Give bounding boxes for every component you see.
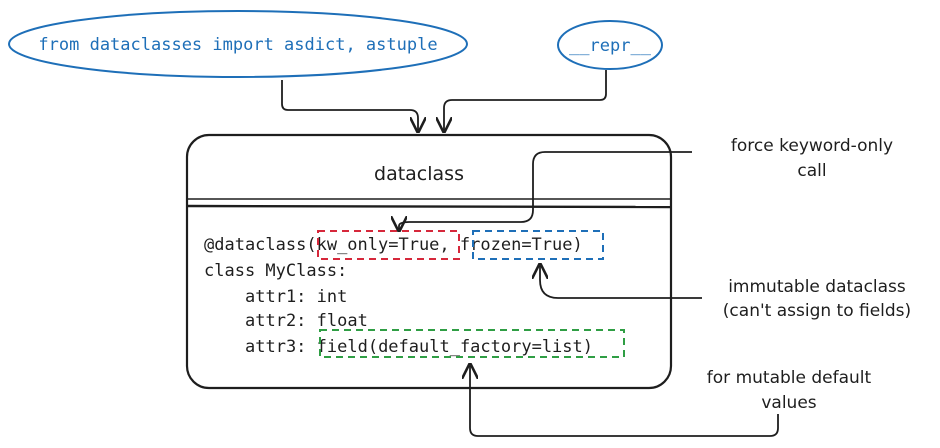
dataclass-box: dataclass @dataclass(kw_only=True, froze… bbox=[185, 133, 673, 390]
kw-only-note-line2: call bbox=[797, 161, 826, 181]
attr3-prefix: attr3: bbox=[245, 337, 317, 357]
frozen-highlight bbox=[472, 230, 604, 260]
code-line-attr3: attr3: field(default_factory=list) bbox=[245, 337, 593, 357]
title-divider-bottom bbox=[186, 204, 672, 209]
kw-only-arg: kw_only=True bbox=[317, 235, 440, 255]
field-annotation: for mutable default values bbox=[470, 366, 872, 437]
decorator-close: ) bbox=[573, 235, 583, 255]
code-line-decorator: @dataclass(kw_only=True, frozen=True) bbox=[204, 235, 583, 255]
field-highlight bbox=[319, 329, 625, 358]
repr-node: __repr__ bbox=[557, 20, 663, 70]
dataclass-box-outline bbox=[185, 133, 673, 390]
repr-arrow bbox=[444, 70, 607, 130]
repr-ellipse bbox=[557, 20, 663, 70]
code-line-attr1: attr1: int bbox=[245, 287, 347, 307]
decorator-comma: , bbox=[439, 235, 459, 255]
imports-node: from dataclasses import asdict, astuple bbox=[8, 10, 468, 78]
field-arrow bbox=[470, 366, 779, 437]
frozen-arg: frozen=True bbox=[460, 235, 573, 255]
frozen-note-line2: (can't assign to fields) bbox=[723, 301, 911, 321]
imports-label: from dataclasses import asdict, astuple bbox=[38, 35, 437, 55]
imports-ellipse bbox=[8, 10, 468, 78]
repr-label: __repr__ bbox=[569, 36, 652, 56]
code-line-class: class MyClass: bbox=[204, 261, 347, 281]
kw-only-note-line1: force keyword-only bbox=[731, 136, 893, 156]
decorator-prefix: @dataclass( bbox=[204, 235, 317, 255]
code-line-attr2: attr2: float bbox=[245, 311, 368, 331]
frozen-note-line1: immutable dataclass bbox=[728, 277, 906, 297]
frozen-annotation: immutable dataclass (can't assign to fie… bbox=[540, 266, 911, 321]
attr3-field: field(default_factory=list) bbox=[317, 337, 593, 357]
field-note-line1: for mutable default bbox=[707, 368, 872, 388]
kw-only-annotation: force keyword-only call bbox=[399, 136, 893, 229]
imports-arrow bbox=[281, 80, 418, 130]
kw-only-highlight bbox=[317, 230, 460, 260]
field-note-line2: values bbox=[761, 393, 816, 413]
kw-only-arrow bbox=[399, 151, 692, 229]
frozen-arrow bbox=[540, 266, 702, 299]
dataclass-title: dataclass bbox=[374, 163, 464, 185]
